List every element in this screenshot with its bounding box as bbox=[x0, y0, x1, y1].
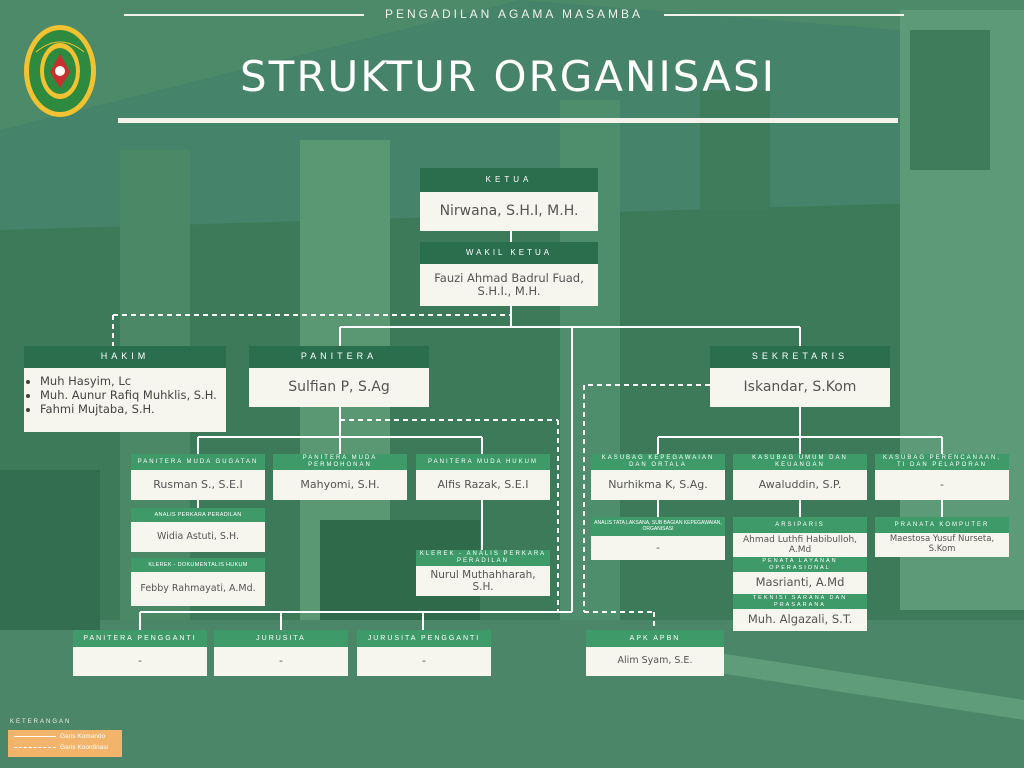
kasubag-umum-header: KASUBAG UMUM DAN KEUANGAN bbox=[733, 454, 867, 470]
kasubag-umum-name: Awaluddin, S.P. bbox=[733, 470, 867, 500]
analis-tata-laksana-name: - bbox=[591, 536, 725, 560]
panmud-hukum-name: Alfis Razak, S.E.I bbox=[416, 470, 550, 500]
hakim-list: Muh Hasyim, Lc Muh. Aunur Rafiq Muhklis,… bbox=[24, 368, 226, 432]
court-emblem-icon bbox=[24, 25, 96, 117]
sekretaris-header: SEKRETARIS bbox=[710, 346, 890, 368]
wakil-ketua-name: Fauzi Ahmad Badrul Fuad, S.H.I., M.H. bbox=[420, 264, 598, 306]
legend-box: Garis Komando Garis Koordinasi bbox=[8, 730, 122, 757]
court-name: PENGADILAN AGAMA MASAMBA bbox=[384, 7, 644, 21]
panmud-permohonan-header: PANITERA MUDA PERMOHONAN bbox=[273, 454, 407, 470]
solid-line-icon bbox=[14, 736, 56, 737]
klerek-dokumentalis-header: KLEREK - DOKUMENTALIS HUKUM bbox=[131, 558, 265, 572]
panitera-name: Sulfian P, S.Ag bbox=[249, 368, 429, 407]
penata-layanan-name: Masrianti, A.Md bbox=[733, 572, 867, 594]
pranata-komputer-header: PRANATA KOMPUTER bbox=[875, 517, 1009, 533]
klerek-analis-header: KLEREK - ANALIS PERKARA PERADILAN bbox=[416, 550, 550, 566]
legend-komando: Garis Komando bbox=[14, 733, 105, 740]
klerek-dokumentalis-name: Febby Rahmayati, A.Md. bbox=[131, 572, 265, 606]
pranata-komputer-name: Maestosa Yusuf Nurseta, S.Kom bbox=[875, 533, 1009, 557]
hakim-header: HAKIM bbox=[24, 346, 226, 368]
panmud-gugatan-header: PANITERA MUDA GUGATAN bbox=[131, 454, 265, 470]
page-title: STRUKTUR ORGANISASI bbox=[240, 52, 776, 101]
panitera-pengganti-header: PANITERA PENGGANTI bbox=[73, 630, 207, 647]
panmud-hukum-header: PANITERA MUDA HUKUM bbox=[416, 454, 550, 470]
panmud-gugatan-name: Rusman S., S.E.I bbox=[131, 470, 265, 500]
kasubag-perencanaan-header: KASUBAG PERENCANAAN, TI DAN PELAPORAN bbox=[875, 454, 1009, 470]
panmud-permohonan-name: Mahyomi, S.H. bbox=[273, 470, 407, 500]
jurusita-header: JURUSITA bbox=[214, 630, 348, 647]
kasubag-kepegawaian-header: KASUBAG KEPEGAWAIAN DAN ORTALA bbox=[591, 454, 725, 470]
jurusita-name: - bbox=[214, 647, 348, 676]
hakim-member: Muh Hasyim, Lc bbox=[40, 374, 222, 388]
jurusita-pengganti-name: - bbox=[357, 647, 491, 676]
title-underline bbox=[118, 118, 898, 123]
analis-tata-laksana-header: ANALIS TATA LAKSANA, SUB BAGIAN KEPEGAWA… bbox=[591, 517, 725, 536]
legend-koordinasi-label: Garis Koordinasi bbox=[60, 744, 109, 751]
jurusita-pengganti-header: JURUSITA PENGGANTI bbox=[357, 630, 491, 647]
arsiparis-header: ARSIPARIS bbox=[733, 517, 867, 533]
ketua-name: Nirwana, S.H.I, M.H. bbox=[420, 192, 598, 231]
teknisi-sarana-header: TEKNISI SARANA DAN PRASARANA bbox=[733, 594, 867, 609]
header-line-left bbox=[124, 14, 364, 16]
ketua-header: KETUA bbox=[420, 168, 598, 192]
penata-layanan-header: PENATA LAYANAN OPERASIONAL bbox=[733, 557, 867, 572]
sekretaris-name: Iskandar, S.Kom bbox=[710, 368, 890, 407]
hakim-member: Fahmi Mujtaba, S.H. bbox=[40, 402, 222, 416]
arsiparis-name: Ahmad Luthfi Habibulloh, A.Md bbox=[733, 533, 867, 557]
hakim-member: Muh. Aunur Rafiq Muhklis, S.H. bbox=[40, 388, 222, 402]
klerek-analis-name: Nurul Muthahharah, S.H. bbox=[416, 566, 550, 596]
wakil-ketua-header: WAKIL KETUA bbox=[420, 242, 598, 264]
panitera-header: PANITERA bbox=[249, 346, 429, 368]
legend-koordinasi: Garis Koordinasi bbox=[14, 744, 108, 751]
teknisi-sarana-name: Muh. Algazali, S.T. bbox=[733, 609, 867, 631]
legend-title: KETERANGAN bbox=[10, 719, 72, 725]
analis-perkara-name: Widia Astuti, S.H. bbox=[131, 522, 265, 552]
apk-apbn-header: APK APBN bbox=[586, 630, 724, 647]
header-line-right bbox=[664, 14, 904, 16]
apk-apbn-name: Alim Syam, S.E. bbox=[586, 647, 724, 676]
legend-komando-label: Garis Komando bbox=[60, 733, 106, 740]
panitera-pengganti-name: - bbox=[73, 647, 207, 676]
analis-perkara-header: ANALIS PERKARA PERADILAN bbox=[131, 508, 265, 522]
kasubag-perencanaan-name: - bbox=[875, 470, 1009, 500]
dashed-line-icon bbox=[14, 747, 56, 748]
kasubag-kepegawaian-name: Nurhikma K, S.Ag. bbox=[591, 470, 725, 500]
